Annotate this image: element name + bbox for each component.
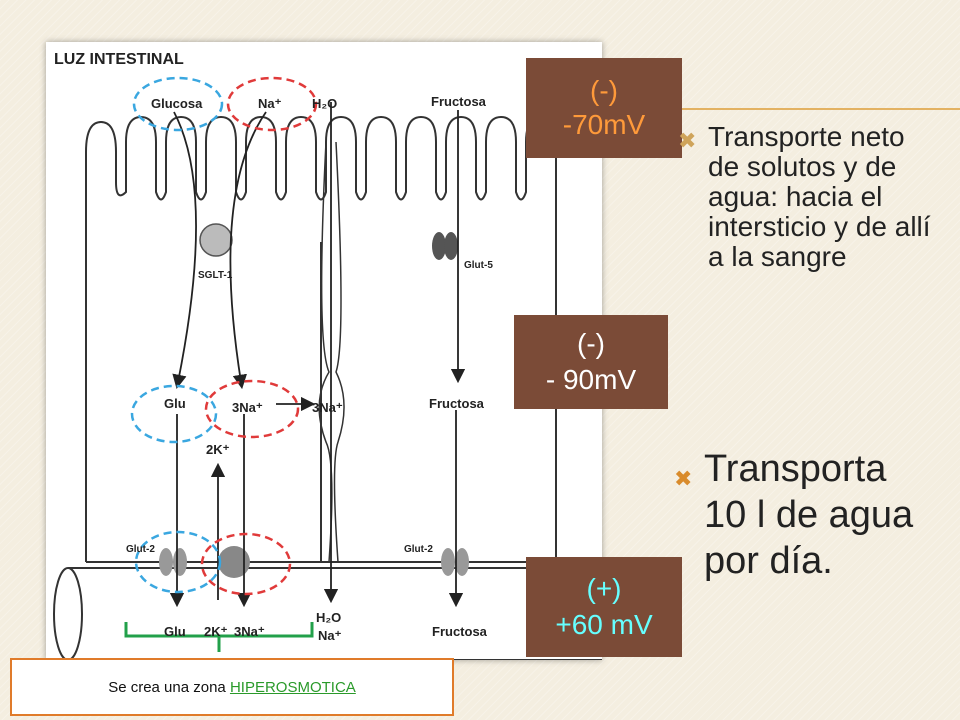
badge-top-value: -70mV	[562, 109, 646, 140]
intestinal-diagram: LUZ INTESTINAL Glucosa Na⁺ H₂O Fructosa …	[46, 42, 602, 660]
bullet-icon: ✖	[678, 128, 697, 153]
badge-bottom-sign: (+)	[586, 573, 622, 604]
label-na-bottom: Na⁺	[318, 628, 342, 643]
badge-middle-value: - 90mV	[545, 364, 637, 395]
label-fructosa-mid: Fructosa	[429, 396, 485, 411]
potential-badge-top: (-) -70mV	[526, 58, 682, 158]
label-2k-bottom: 2K⁺	[204, 624, 228, 639]
label-glu-bottom: Glu	[164, 624, 186, 639]
label-glu-mid: Glu	[164, 396, 186, 411]
label-3na-bottom: 3Na⁺	[234, 624, 265, 639]
bullet-icon: ✖	[674, 466, 693, 491]
bullet-first-text: Transporte neto de solutos y de agua: ha…	[708, 121, 931, 272]
diagram-title: LUZ INTESTINAL	[54, 51, 184, 68]
badge-middle-sign: (-)	[577, 328, 605, 359]
label-3na-mid: 3Na⁺	[232, 400, 263, 415]
label-glut5: Glut-5	[464, 260, 493, 271]
label-glut2-left: Glut-2	[126, 544, 155, 555]
label-h2o: H₂O	[312, 96, 337, 111]
badge-bottom-value: +60 mV	[555, 609, 653, 640]
villi-membrane	[85, 115, 557, 562]
label-na: Na⁺	[258, 96, 282, 111]
sglt1-transporter	[199, 223, 233, 257]
label-h2o-bottom: H₂O	[316, 610, 341, 625]
potential-badge-middle: (-) - 90mV	[514, 315, 668, 409]
label-glucosa: Glucosa	[151, 96, 203, 111]
note-highlight-link[interactable]: HIPEROSMOTICA	[229, 678, 356, 696]
badge-top-sign: (-)	[590, 75, 618, 106]
diagram-svg: LUZ INTESTINAL Glucosa Na⁺ H₂O Fructosa …	[53, 51, 602, 660]
potential-badge-bottom: (+) +60 mV	[526, 557, 682, 657]
bullet-second-text: Transporta 10 l de agua por día.	[704, 448, 914, 582]
label-sglt1: SGLT-1	[198, 270, 233, 281]
label-3na-right: 3Na⁺	[312, 400, 343, 415]
hiperosmotica-note: Se crea una zona HIPEROSMOTICA	[10, 658, 454, 716]
title-rule	[660, 108, 960, 110]
bullet-transporte-neto: ✖ Transporte neto de solutos y de agua: …	[678, 121, 940, 272]
label-fructosa-bottom: Fructosa	[432, 624, 488, 639]
label-glut2-right: Glut-2	[404, 544, 433, 555]
label-fructosa-top: Fructosa	[431, 94, 487, 109]
note-prefix: Se crea una zona	[108, 678, 230, 696]
bullet-transporta-agua: ✖ Transporta 10 l de agua por día.	[674, 446, 916, 584]
label-2k: 2K⁺	[206, 442, 230, 457]
